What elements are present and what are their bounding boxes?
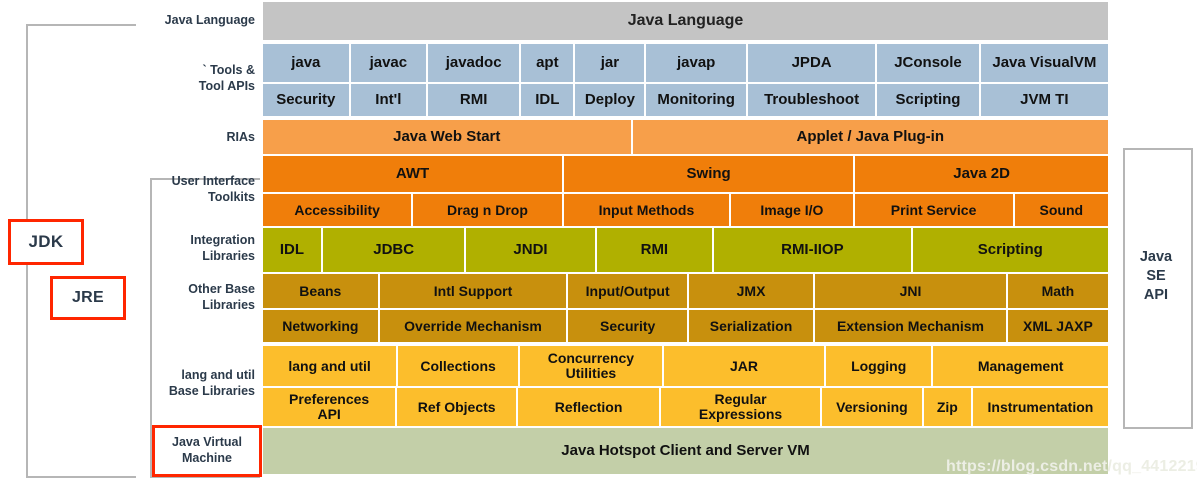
cell-base-1-3: JAR	[663, 346, 825, 386]
cell-base-2-5: Zip	[923, 388, 971, 426]
jdk-label: JDK	[8, 219, 84, 265]
cell-other-2-4: Extension Mechanism	[815, 310, 1006, 342]
row-label-rias: RIAs	[226, 130, 255, 144]
cell-tools-2-3: IDL	[521, 84, 574, 116]
cell-ui-1-2: Java 2D	[855, 156, 1108, 192]
cell-other-2-0: Networking	[263, 310, 378, 342]
cell-integration-3: RMI	[596, 228, 713, 272]
java-se-api-bracket	[1123, 148, 1193, 429]
cell-tools-2-1: Int'l	[350, 84, 427, 116]
cell-integration-5: Scripting	[912, 228, 1109, 272]
cell-jvm-0: Java Hotspot Client and Server VM	[263, 428, 1108, 474]
cell-base-2-4: Versioning	[822, 388, 922, 426]
cell-tools-2-0: Security	[263, 84, 349, 116]
cell-rias-1: Applet / Java Plug-in	[632, 120, 1108, 154]
cell-tools-2-5: Monitoring	[646, 84, 746, 116]
cell-base-1-4: Logging	[826, 346, 932, 386]
cell-base-1-5: Management	[933, 346, 1108, 386]
cell-ui-2-4: Print Service	[854, 194, 1013, 226]
cell-other-2-1: Override Mechanism	[379, 310, 567, 342]
cell-integration-1: JDBC	[322, 228, 465, 272]
cell-ui-1-1: Swing	[564, 156, 854, 192]
cell-tools-1-1: javac	[350, 44, 427, 82]
cell-other-1-3: JMX	[688, 274, 814, 308]
cell-tools-1-4: jar	[575, 44, 645, 82]
cell-ui-2-3: Image I/O	[731, 194, 853, 226]
cell-base-2-6: Instrumentation	[972, 388, 1108, 426]
row-label-tools: ` Tools &Tool APIs	[198, 63, 255, 93]
cell-base-2-2: Reflection	[518, 388, 659, 426]
cell-tools-2-7: Scripting	[877, 84, 979, 116]
cell-ui-2-1: Drag n Drop	[413, 194, 562, 226]
cell-base-1-0: lang and util	[263, 346, 397, 386]
cell-base-2-1: Ref Objects	[397, 388, 517, 426]
row-label-java-language: Java Language	[164, 13, 255, 27]
cell-other-2-5: XML JAXP	[1007, 310, 1108, 342]
jre-bracket	[150, 178, 260, 478]
cell-tools-1-2: javadoc	[428, 44, 520, 82]
cell-other-1-1: Intl Support	[379, 274, 567, 308]
cell-other-1-2: Input/Output	[568, 274, 687, 308]
jre-label: JRE	[50, 276, 126, 320]
cell-tools-1-0: java	[263, 44, 349, 82]
cell-tools-2-6: Troubleshoot	[747, 84, 876, 116]
row-java-language: Java Language	[263, 2, 1108, 40]
cell-tools-1-7: JConsole	[877, 44, 979, 82]
cell-tools-1-6: JPDA	[747, 44, 876, 82]
cell-tools-2-4: Deploy	[575, 84, 645, 116]
cell-integration-0: IDL	[263, 228, 321, 272]
cell-integration-4: RMI-IIOP	[714, 228, 911, 272]
watermark: https://blog.csdn.net/qq_44122193	[946, 458, 1197, 475]
cell-other-1-5: Math	[1007, 274, 1108, 308]
cell-ui-2-0: Accessibility	[263, 194, 412, 226]
cell-ui-2-2: Input Methods	[563, 194, 730, 226]
cell-tools-2-2: RMI	[428, 84, 520, 116]
cell-other-1-0: Beans	[263, 274, 378, 308]
cell-other-1-4: JNI	[815, 274, 1006, 308]
cell-tools-1-3: apt	[521, 44, 574, 82]
cell-tools-1-5: javap	[646, 44, 746, 82]
cell-other-2-2: Security	[568, 310, 687, 342]
cell-ui-2-5: Sound	[1014, 194, 1109, 226]
cell-tools-1-8: Java VisualVM	[980, 44, 1109, 82]
cell-java-language-0: Java Language	[263, 2, 1108, 40]
cell-base-1-1: Collections	[398, 346, 518, 386]
cell-integration-2: JNDI	[466, 228, 595, 272]
cell-rias-0: Java Web Start	[263, 120, 631, 154]
cell-other-2-3: Serialization	[688, 310, 814, 342]
cell-tools-2-8: JVM TI	[980, 84, 1109, 116]
cell-ui-1-0: AWT	[263, 156, 563, 192]
row-jvm: Java Hotspot Client and Server VM	[263, 428, 1108, 474]
